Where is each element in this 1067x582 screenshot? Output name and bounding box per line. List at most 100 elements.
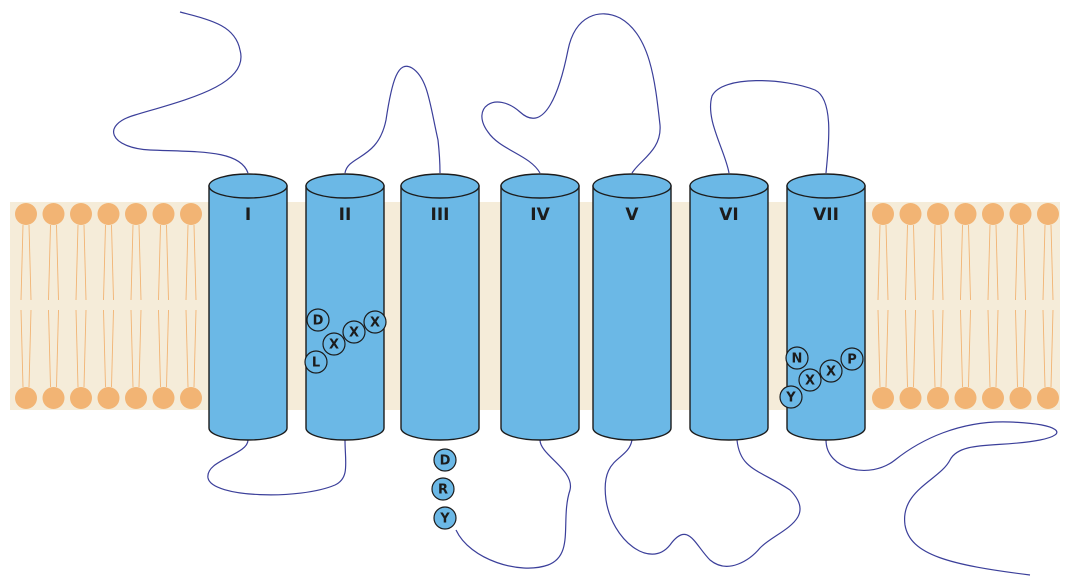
residue-l: L <box>304 350 328 374</box>
lipid-tail <box>905 309 908 388</box>
lipid-tail <box>111 309 114 388</box>
lipid-tail <box>877 224 881 301</box>
residue-d: D <box>306 308 330 332</box>
residue-letter: X <box>805 374 815 389</box>
lipid-head-bottom <box>1037 387 1059 409</box>
lipid-tail <box>940 224 944 301</box>
lipid-head-top <box>15 203 37 225</box>
motif-dry: DRY <box>431 448 457 530</box>
lipid-tail <box>130 309 134 388</box>
residue-letter: X <box>349 326 359 341</box>
lipid-tail <box>185 224 189 301</box>
lipid-tail <box>103 224 106 301</box>
lipid-head-top <box>152 203 175 225</box>
residue-circle <box>363 310 387 334</box>
lipid-tail <box>138 224 142 301</box>
lipid-tail <box>987 224 991 301</box>
ecl1-loop <box>344 65 441 174</box>
helix-2: II <box>305 173 385 441</box>
lipid-tail <box>968 224 971 301</box>
helix-label: VII <box>813 205 839 225</box>
lipid-head-top <box>1037 203 1059 225</box>
residue-circle <box>304 350 328 374</box>
lipid-tail <box>28 309 32 388</box>
residue-letter: N <box>792 352 803 367</box>
lipid-head-top <box>125 203 147 225</box>
lipid-tail <box>158 224 161 301</box>
lipid-head-bottom <box>899 387 922 409</box>
helix-cap <box>305 173 385 199</box>
residue-x: X <box>363 310 387 334</box>
residue-d: D <box>433 448 457 472</box>
helix-cap <box>592 173 672 199</box>
residue-letter: R <box>438 483 448 498</box>
lipid-tail <box>28 224 32 301</box>
helix-body <box>500 185 580 441</box>
lipid-head-bottom <box>152 387 175 409</box>
lipid-tail <box>960 309 963 388</box>
lipid-molecule <box>180 203 202 409</box>
c-terminus-loop <box>825 421 1058 576</box>
n-terminus-loop <box>113 11 249 174</box>
lipid-tail <box>185 309 189 388</box>
residue-x: X <box>342 320 366 344</box>
lipid-head-top <box>1009 203 1032 225</box>
residue-n: N <box>785 346 809 370</box>
lipid-tail <box>905 224 908 301</box>
lipid-tail <box>960 224 963 301</box>
helix-body <box>592 185 672 441</box>
lipid-head-bottom <box>872 387 894 409</box>
helix-3: III <box>400 173 480 441</box>
residue-circle <box>798 368 822 392</box>
residue-letter: P <box>847 353 857 368</box>
lipid-tail <box>166 224 169 301</box>
lipid-molecule <box>125 203 147 409</box>
lipid-head-bottom <box>70 387 92 409</box>
lipid-tail <box>193 309 197 388</box>
lipid-head-top <box>899 203 922 225</box>
lipid-head-bottom <box>125 387 147 409</box>
lipid-tail <box>56 224 59 301</box>
lipid-tail <box>995 309 999 388</box>
lipid-molecule <box>954 203 977 409</box>
helix-cap <box>208 173 288 199</box>
lipid-head-top <box>70 203 92 225</box>
loops <box>113 11 1058 576</box>
residue-circle <box>322 332 346 356</box>
residue-circle <box>840 347 864 371</box>
lipid-tail <box>940 309 944 388</box>
lipid-tail <box>885 309 889 388</box>
lipid-tail <box>885 224 889 301</box>
lipid-tail <box>83 309 87 388</box>
lipid-tail <box>1050 224 1054 301</box>
residue-letter: L <box>312 356 320 371</box>
lipid-tail <box>130 224 134 301</box>
lipid-tail <box>968 309 971 388</box>
helix-label: IV <box>530 205 550 225</box>
lipid-tail <box>75 224 79 301</box>
helix-cap <box>500 173 580 199</box>
lipid-tail <box>75 309 79 388</box>
lipid-molecule <box>70 203 92 409</box>
lipid-tail <box>138 309 142 388</box>
helix-label: III <box>431 205 450 225</box>
icl1-loop <box>207 439 347 496</box>
lipid-head-bottom <box>42 387 65 409</box>
lipid-head-bottom <box>954 387 977 409</box>
residue-circle <box>779 385 803 409</box>
lipid-head-bottom <box>982 387 1004 409</box>
lipid-tail <box>1015 309 1018 388</box>
residue-circle <box>306 308 330 332</box>
residue-letter: D <box>313 314 324 329</box>
lipid-molecule <box>97 203 120 409</box>
lipid-head-top <box>180 203 202 225</box>
residue-x: X <box>819 359 843 383</box>
residue-letter: Y <box>439 512 450 527</box>
helix-body <box>400 185 480 441</box>
lipid-tail <box>20 309 24 388</box>
lipid-molecule <box>872 203 894 409</box>
lipid-head-top <box>954 203 977 225</box>
lipid-tail <box>1042 309 1046 388</box>
